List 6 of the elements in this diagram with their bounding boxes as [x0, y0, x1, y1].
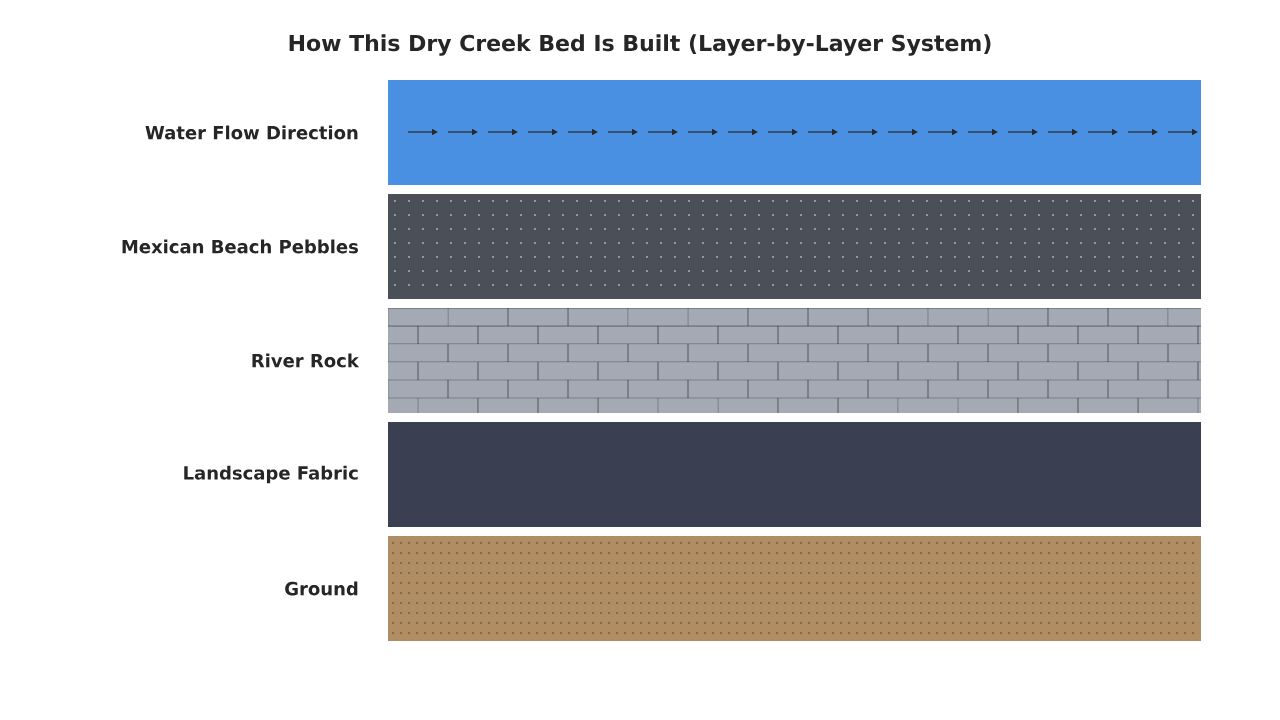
- layer-label: Water Flow Direction: [145, 125, 358, 140]
- layer-label: River Rock: [252, 353, 360, 368]
- layer-label: Ground: [285, 581, 358, 596]
- title: How This Dry Creek Bed Is Built (Layer-by-Layer System): [289, 34, 991, 56]
- layer-label: Landscape Fabric: [184, 465, 358, 484]
- layer-label: Mexican Beach Pebbles: [122, 239, 358, 254]
